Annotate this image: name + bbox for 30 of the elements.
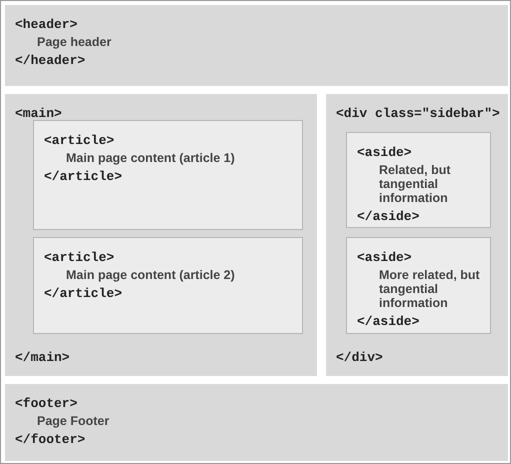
code-tag: <header>	[15, 16, 78, 33]
description-text: Main page content (article 1)	[66, 151, 236, 165]
layout-region	[5, 384, 508, 461]
description-text: Page Footer	[37, 414, 110, 428]
layout-region	[326, 94, 508, 376]
code-tag: <aside>	[357, 144, 412, 161]
layout-region	[5, 5, 508, 86]
code-tag: <article>	[44, 132, 114, 149]
code-tag: <article>	[44, 249, 114, 266]
description-text: Page header	[37, 35, 112, 49]
content-panel	[33, 237, 303, 334]
code-tag: <aside>	[357, 249, 412, 266]
description-text: Related, but tangential information	[379, 163, 452, 205]
content-panel	[33, 120, 303, 230]
code-tag: </footer>	[15, 431, 86, 448]
code-tag: <main>	[15, 105, 62, 122]
code-tag: </header>	[15, 52, 86, 69]
description-text: Main page content (article 2)	[66, 268, 236, 282]
code-tag: <div class="sidebar">	[336, 105, 500, 122]
layout-region	[5, 94, 317, 376]
description-text: More related, but tangential information	[379, 268, 481, 310]
code-tag: <footer>	[15, 395, 78, 412]
content-panel	[346, 132, 491, 228]
content-panel	[346, 237, 491, 334]
code-tag: </aside>	[357, 208, 420, 225]
code-tag: </aside>	[357, 313, 420, 330]
code-tag: </article>	[44, 285, 122, 302]
code-tag: </main>	[15, 349, 70, 366]
code-tag: </article>	[44, 168, 122, 185]
code-tag: </div>	[336, 349, 383, 366]
